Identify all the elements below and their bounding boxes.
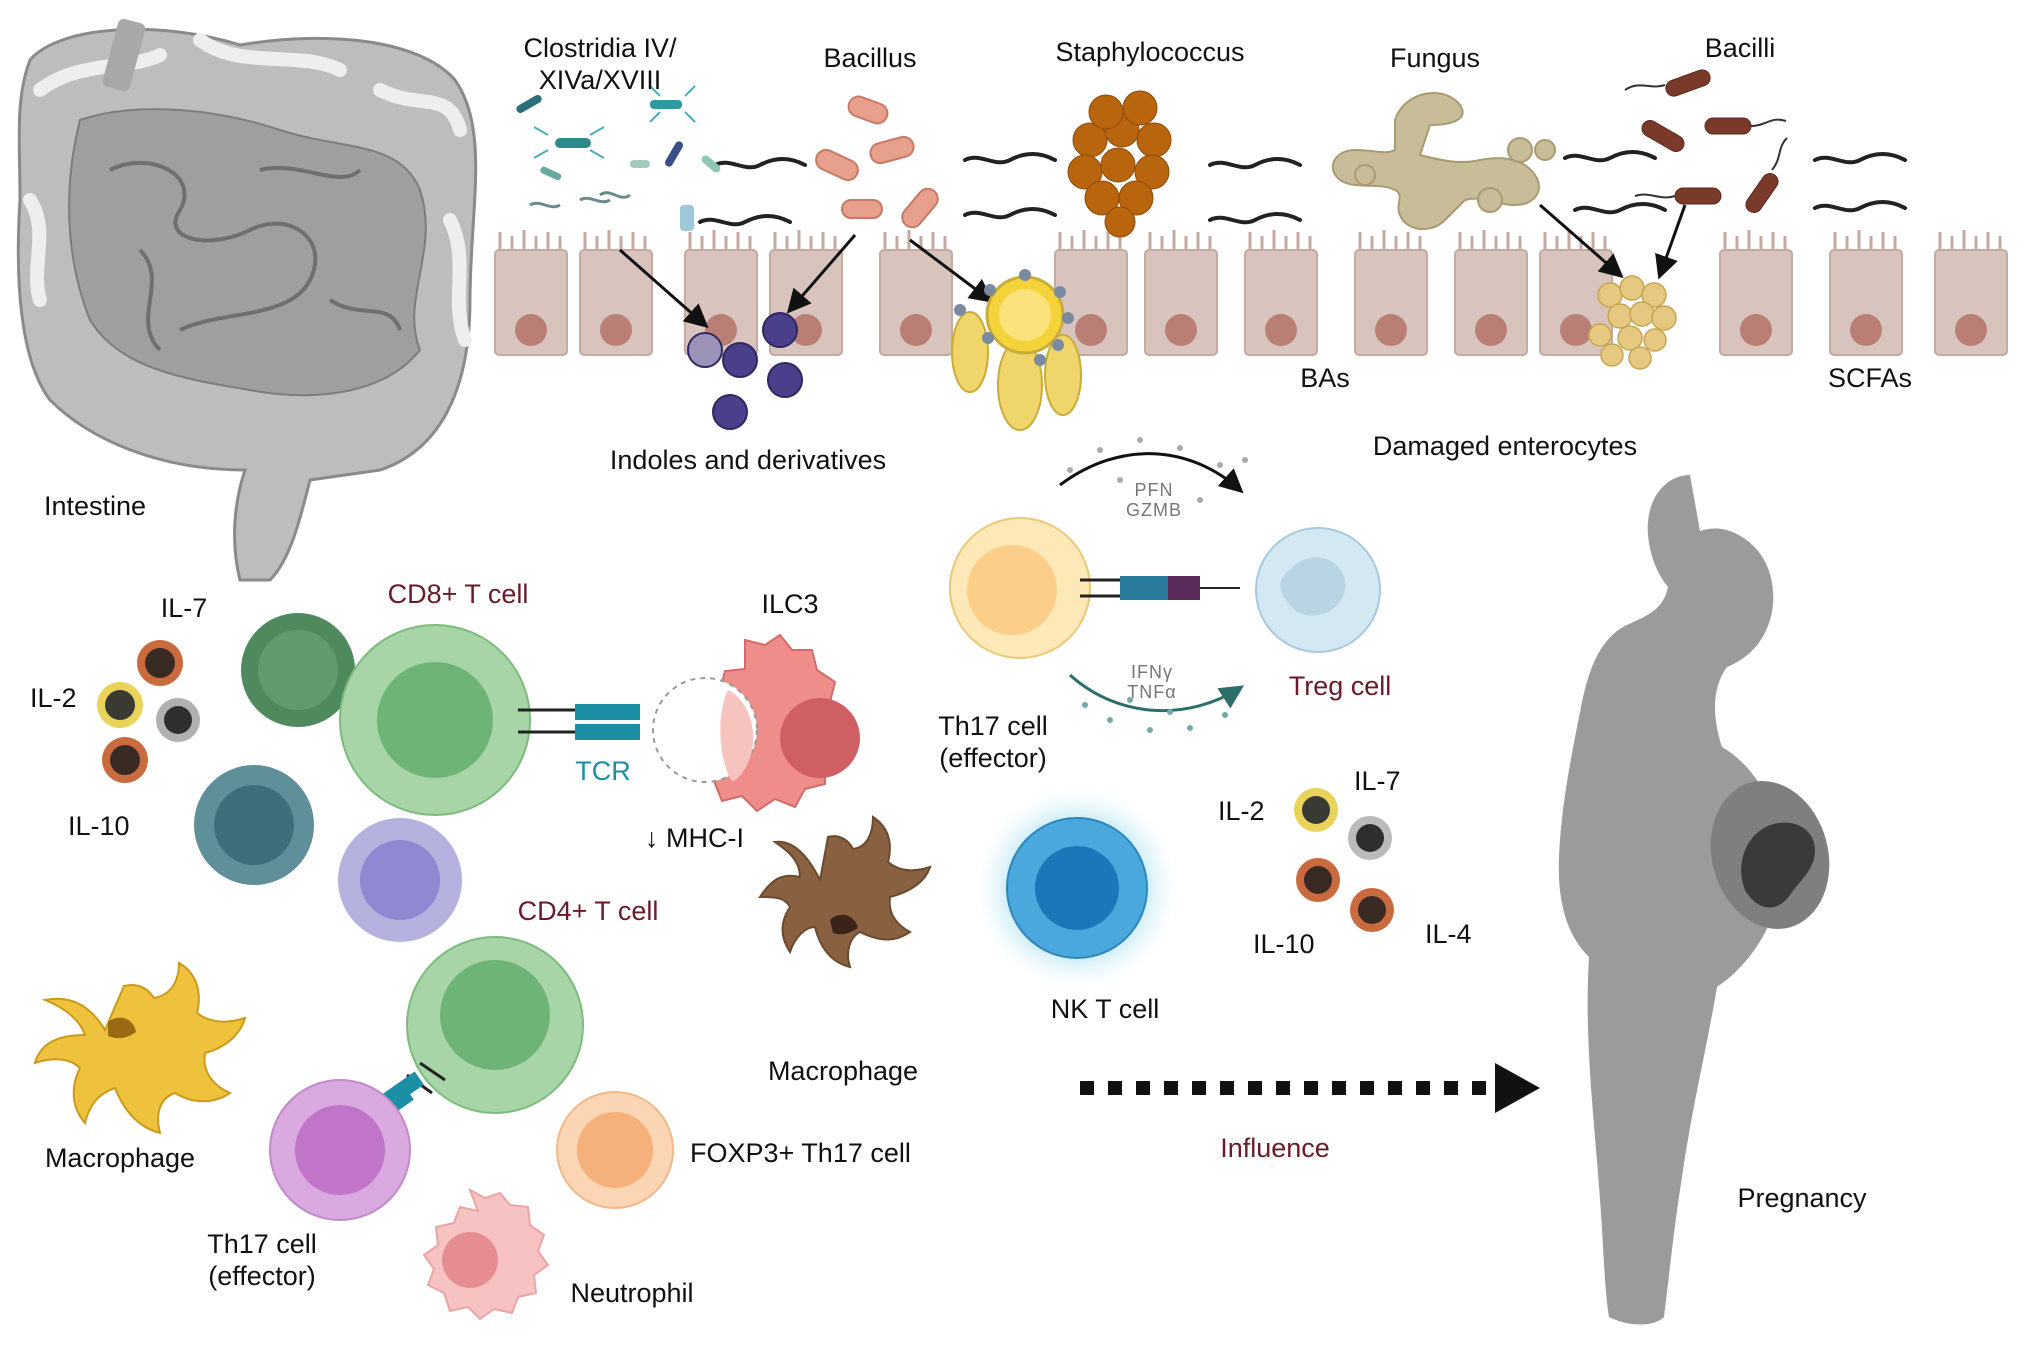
label-bacilli: Bacilli — [1704, 33, 1776, 63]
label-il7-right: IL-7 — [1354, 766, 1401, 796]
intestine-illustration — [16, 18, 478, 582]
t-cell-teal — [194, 765, 314, 885]
cytokine-il7-right — [1348, 816, 1392, 860]
label-bas: BAs — [1300, 363, 1350, 393]
cytokine-il10-right — [1296, 858, 1340, 902]
label-scfas: SCFAs — [1827, 363, 1913, 393]
label-fungus: Fungus — [1389, 43, 1481, 73]
influence-arrow — [1080, 1063, 1540, 1113]
metabolite-squiggles — [698, 150, 1907, 227]
cd8-t-cell — [339, 624, 531, 816]
label-neutrophil: Neutrophil — [570, 1278, 694, 1308]
bile-acid-cluster — [1588, 275, 1677, 370]
nk-t-cell — [977, 788, 1177, 988]
label-mhc-i: ↓ MHC-I — [645, 823, 744, 853]
label-tcr: TCR — [575, 756, 631, 786]
ilc3-cell — [652, 633, 860, 813]
tcr-receptor — [518, 704, 640, 740]
cytokine-il2-left — [97, 682, 143, 728]
label-pregnancy: Pregnancy — [1737, 1183, 1867, 1213]
label-bacillus: Bacillus — [823, 43, 917, 73]
t-cell-lavender — [338, 818, 462, 942]
bacilli-bacteria — [1624, 69, 1788, 213]
macrophage-yellow — [33, 961, 247, 1135]
enterocyte — [494, 230, 568, 356]
staphylococcus-bacteria — [1067, 90, 1172, 238]
enterocyte-layer — [494, 230, 2008, 356]
t-cell-dark-green — [241, 613, 355, 727]
pfn-gzmb-arrow — [1059, 437, 1248, 503]
clostridia-bacteria — [516, 85, 721, 231]
cytokine-il7-left — [137, 640, 183, 686]
ifng-tnfa-arrow — [1068, 673, 1245, 733]
label-staphylococcus: Staphylococcus — [1055, 37, 1245, 67]
foxp3-th17-cell — [556, 1091, 674, 1209]
enterocyte — [579, 230, 653, 356]
label-clostridia: Clostridia IV/ XIVa/XVIII — [523, 33, 677, 96]
enterocyte — [1829, 230, 1903, 356]
label-il10-left: IL-10 — [68, 811, 130, 841]
th17-treg-synapse — [1080, 576, 1240, 600]
cytokine-il2-right — [1294, 788, 1338, 832]
label-th17-effector-top: Th17 cell (effector) — [938, 711, 1048, 774]
th17-cell-top — [949, 517, 1091, 659]
treg-cell — [1255, 527, 1381, 653]
label-nk-t-cell: NK T cell — [1050, 994, 1160, 1024]
enterocyte — [1934, 230, 2008, 356]
enterocyte — [879, 230, 953, 356]
label-il2-left: IL-2 — [30, 683, 77, 713]
microbe-arrows — [619, 203, 1687, 329]
label-th17-effector-bottom: Th17 cell (effector) — [207, 1229, 317, 1292]
cytokine-il10-left — [102, 737, 148, 783]
label-il4-right: IL-4 — [1425, 919, 1472, 949]
cytokine-small-grey — [156, 698, 200, 742]
enterocyte — [1244, 230, 1318, 356]
th17-cell-bottom — [269, 1079, 411, 1221]
label-macrophage-mid: Macrophage — [767, 1056, 919, 1086]
indole-molecules — [687, 312, 803, 430]
label-indoles: Indoles and derivatives — [609, 445, 887, 475]
label-influence: Influence — [1220, 1133, 1330, 1163]
label-damaged-enterocytes: Damaged enterocytes — [1372, 431, 1638, 461]
label-tnfa: TNFα — [1127, 682, 1177, 702]
enterocyte — [1354, 230, 1428, 356]
label-macrophage-left: Macrophage — [44, 1143, 196, 1173]
label-cd8-t-cell: CD8+ T cell — [387, 579, 529, 609]
bacillus-bacteria — [815, 95, 939, 229]
label-treg-cell: Treg cell — [1288, 671, 1392, 701]
enterocyte — [1719, 230, 1793, 356]
damaged-enterocyte-cells — [951, 269, 1082, 431]
label-il2-right: IL-2 — [1218, 796, 1265, 826]
label-gzmb: GZMB — [1126, 500, 1182, 520]
cd4-t-cell — [406, 936, 584, 1114]
fungus-organism — [1331, 92, 1556, 230]
label-pfn: PFN — [1134, 480, 1174, 500]
label-ilc3: ILC3 — [761, 589, 819, 619]
neutrophil-cell — [422, 1187, 550, 1321]
pregnancy-silhouette — [1558, 475, 1830, 1325]
enterocyte — [1454, 230, 1528, 356]
label-il10-right: IL-10 — [1253, 929, 1315, 959]
label-foxp3-th17: FOXP3+ Th17 cell — [690, 1138, 911, 1168]
label-cd4-t-cell: CD4+ T cell — [517, 896, 659, 926]
label-ifng: IFNγ — [1131, 662, 1173, 682]
cytokine-il4-right — [1350, 888, 1394, 932]
macrophage-brown — [758, 815, 932, 969]
label-il7-left: IL-7 — [160, 593, 208, 623]
enterocyte — [1144, 230, 1218, 356]
label-intestine: Intestine — [44, 491, 147, 521]
